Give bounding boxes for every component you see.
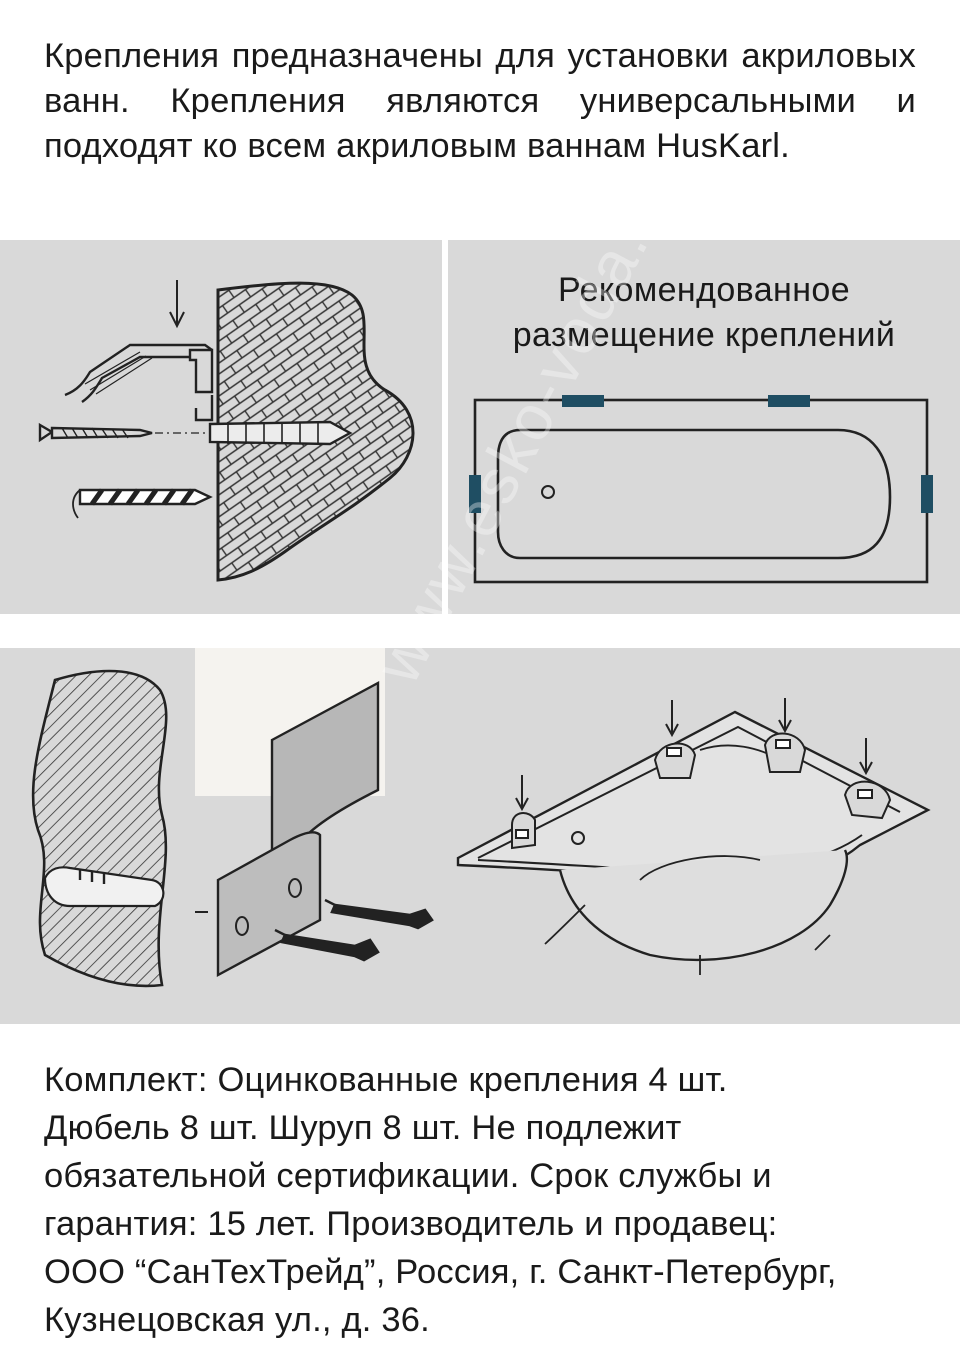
corner-bathtub-diagram	[456, 698, 931, 975]
bracket-position-1	[511, 812, 536, 850]
arrow-down-icon-3	[778, 698, 792, 734]
bracket-position-2	[653, 742, 697, 779]
screw-icon	[38, 422, 55, 443]
recommended-title-line-1: Рекомендованное	[557, 271, 851, 309]
footer-line-6: Кузнецовская ул., д. 36.	[44, 1301, 430, 1339]
bathtub-rim	[64, 343, 213, 397]
wall-section-diagram	[38, 280, 415, 582]
footer-line-1: Комплект: Оцинкованные крепления 4 шт.	[44, 1061, 728, 1099]
drain-hole	[541, 485, 555, 499]
bracket-marker-right	[921, 475, 933, 513]
recommended-placement-title: Рекомендованное размещение креплений	[448, 268, 960, 358]
screw-1-icon	[330, 903, 434, 930]
mounting-bracket	[188, 348, 214, 394]
bracket-installation-diagram	[31, 648, 434, 988]
footer-line-4: гарантия: 15 лет. Производитель и продав…	[44, 1205, 778, 1243]
arrow-down-icon-1	[515, 775, 529, 812]
bathtub-basin	[558, 849, 849, 962]
intro-text: Крепления предназначены для установки ак…	[44, 37, 916, 165]
bracket-position-4	[843, 780, 892, 820]
screw-2-icon	[280, 933, 380, 962]
bracket-marker-top-2	[768, 395, 810, 407]
hatched-wall-section	[31, 669, 168, 988]
bathtub-inner-bowl	[496, 428, 892, 560]
bracket-marker-top-1	[562, 395, 604, 407]
bracket-marker-left	[469, 475, 481, 513]
rectangular-bathtub-plan	[469, 395, 933, 584]
dowel-icon	[208, 420, 353, 446]
arrow-down-icon-4	[859, 738, 873, 776]
footer-line-2: Дюбель 8 шт. Шуруп 8 шт. Не подлежит	[44, 1109, 682, 1147]
dowel-in-wall	[43, 866, 165, 908]
footer-line-5: ООО “СанТехТрейд”, Россия, г. Санкт-Пете…	[44, 1253, 837, 1291]
recommended-title-line-2: размещение креплений	[512, 316, 896, 354]
footer-line-3: обязательной сертификации. Срок службы и	[44, 1157, 772, 1195]
bracket-position-3	[763, 732, 807, 773]
panel-divider	[442, 240, 448, 614]
arrow-down-icon-2	[665, 700, 679, 738]
arrow-down-icon	[169, 280, 185, 329]
kit-description: Комплект: Оцинкованные крепления 4 шт. Д…	[44, 1056, 916, 1344]
